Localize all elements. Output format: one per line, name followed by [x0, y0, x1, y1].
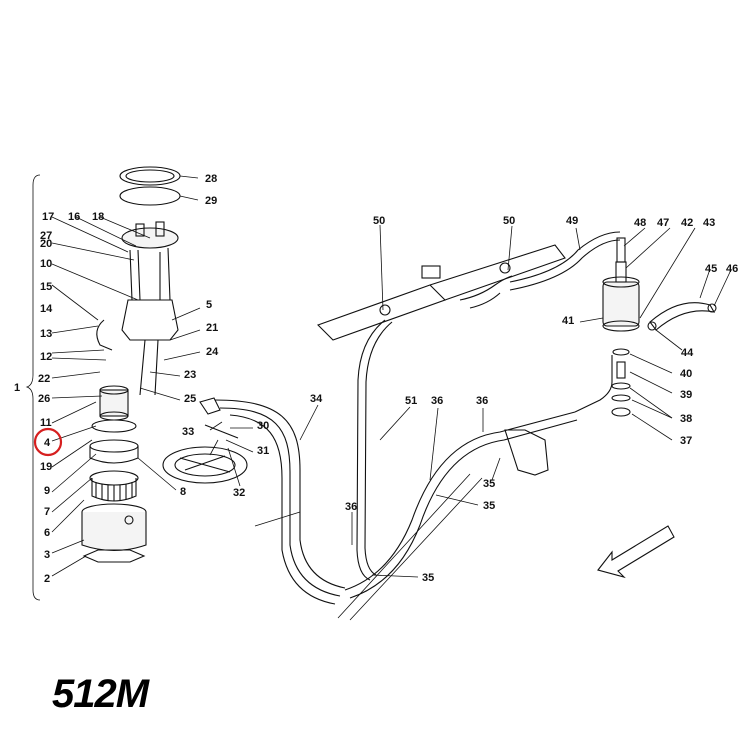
- callout-23[interactable]: 23: [184, 369, 196, 381]
- callout-2[interactable]: 2: [44, 573, 50, 585]
- callout-44[interactable]: 44: [681, 347, 694, 359]
- callout-33[interactable]: 33: [182, 426, 194, 438]
- callout-42[interactable]: 42: [681, 217, 693, 229]
- callout-51[interactable]: 51: [405, 395, 417, 407]
- filter-clamp: [649, 302, 716, 331]
- callout-5[interactable]: 5: [206, 299, 212, 311]
- callout-41[interactable]: 41: [562, 315, 574, 327]
- callout-35-c[interactable]: 35: [422, 572, 434, 584]
- callout-36-a[interactable]: 36: [431, 395, 443, 407]
- callout-24[interactable]: 24: [206, 346, 219, 358]
- callout-6[interactable]: 6: [44, 527, 50, 539]
- callout-18[interactable]: 18: [92, 211, 104, 223]
- callout-3[interactable]: 3: [44, 549, 50, 561]
- sealing-ring-29: [119, 186, 181, 206]
- callout-28[interactable]: 28: [205, 173, 217, 185]
- highlight-ring-callout-4: [33, 427, 63, 457]
- callout-25[interactable]: 25: [184, 393, 196, 405]
- callout-4[interactable]: 4: [44, 437, 51, 449]
- callout-49[interactable]: 49: [566, 215, 578, 227]
- callout-15[interactable]: 15: [40, 281, 52, 293]
- callout-47[interactable]: 47: [657, 217, 669, 229]
- callout-34[interactable]: 34: [310, 393, 323, 405]
- fuel-lines: [214, 231, 621, 621]
- callout-30[interactable]: 30: [257, 420, 269, 432]
- ring-9: [89, 439, 139, 453]
- callout-27[interactable]: 27: [40, 230, 52, 242]
- callout-17[interactable]: 17: [42, 211, 54, 223]
- mounting-bracket: [504, 429, 549, 476]
- callout-35-a[interactable]: 35: [483, 478, 495, 490]
- fuel-filter-assembly: [602, 237, 717, 417]
- callout-21[interactable]: 21: [206, 322, 218, 334]
- callout-38[interactable]: 38: [680, 413, 692, 425]
- callout-48[interactable]: 48: [634, 217, 646, 229]
- callout-13[interactable]: 13: [40, 328, 52, 340]
- fuel-rail: [316, 244, 566, 341]
- callout-8[interactable]: 8: [180, 486, 186, 498]
- pump-canister: [81, 512, 147, 551]
- callout-29[interactable]: 29: [205, 195, 217, 207]
- fuel-filter: [602, 281, 640, 327]
- tank-sump-strainer: [162, 397, 248, 484]
- fuel-pump-assembly: [81, 166, 181, 563]
- direction-arrow: [597, 525, 675, 579]
- callout-50-b[interactable]: 50: [503, 215, 515, 227]
- callout-11[interactable]: 11: [40, 417, 52, 429]
- callout-26[interactable]: 26: [38, 393, 50, 405]
- base-plate: [82, 549, 146, 563]
- callout-32[interactable]: 32: [233, 487, 245, 499]
- strainer-7: [89, 470, 139, 486]
- ring-19: [91, 419, 137, 433]
- callout-7[interactable]: 7: [44, 506, 50, 518]
- callout-31[interactable]: 31: [257, 445, 269, 457]
- callout-14[interactable]: 14: [40, 303, 53, 315]
- callout-40[interactable]: 40: [680, 368, 692, 380]
- callout-9[interactable]: 9: [44, 485, 50, 497]
- model-label: 512M: [52, 672, 149, 716]
- callout-10[interactable]: 10: [40, 258, 52, 270]
- assembly-bracket: [25, 174, 41, 601]
- callout-37[interactable]: 37: [680, 435, 692, 447]
- callout-35-b[interactable]: 35: [483, 500, 495, 512]
- callout-20[interactable]: 20: [40, 238, 52, 250]
- callout-50-a[interactable]: 50: [373, 215, 385, 227]
- callout-39[interactable]: 39: [680, 389, 692, 401]
- callout-46[interactable]: 46: [726, 263, 738, 275]
- leader-lines: [51, 175, 731, 578]
- callout-22[interactable]: 22: [38, 373, 50, 385]
- callout-1[interactable]: 1: [14, 382, 20, 394]
- callout-36-b[interactable]: 36: [476, 395, 488, 407]
- callout-43[interactable]: 43: [703, 217, 715, 229]
- callout-19[interactable]: 19: [40, 461, 52, 473]
- callout-45[interactable]: 45: [705, 263, 717, 275]
- callout-16[interactable]: 16: [68, 211, 80, 223]
- callout-36-c[interactable]: 36: [345, 501, 357, 513]
- callout-12[interactable]: 12: [40, 351, 52, 363]
